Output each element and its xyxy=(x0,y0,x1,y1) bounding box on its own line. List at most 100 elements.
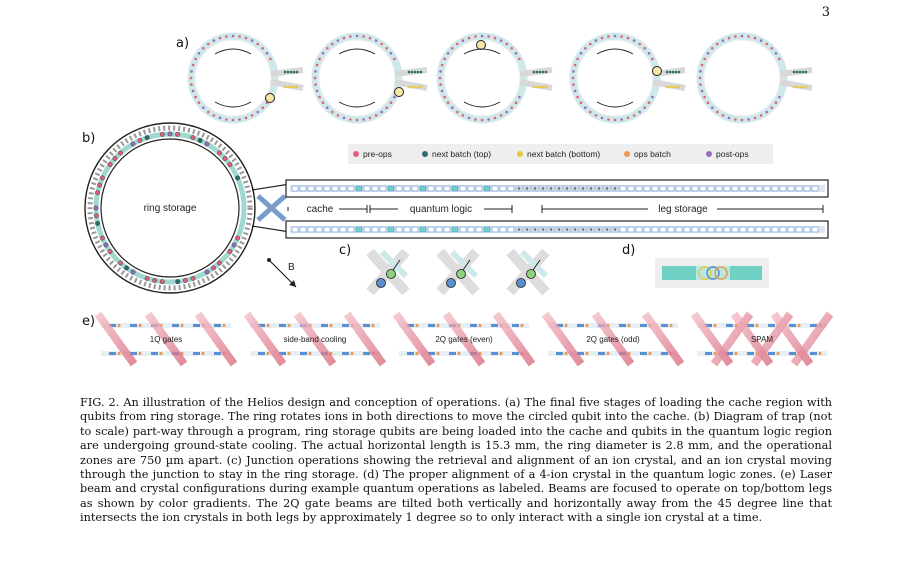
laser-beam xyxy=(144,311,188,367)
ion xyxy=(389,101,393,104)
ion xyxy=(295,70,299,74)
ion xyxy=(699,83,702,86)
ion xyxy=(665,70,669,74)
junction-op xyxy=(506,248,550,296)
electrode-zone xyxy=(475,226,483,233)
legend-label: next batch (top) xyxy=(432,149,491,159)
ion xyxy=(93,205,99,211)
electrode-zone xyxy=(499,226,507,233)
ion xyxy=(597,227,601,232)
ion xyxy=(419,70,423,74)
panel-d-crystal-alignment xyxy=(655,258,769,288)
ion xyxy=(797,323,801,328)
ion xyxy=(770,106,773,109)
electrode-zone xyxy=(467,226,475,233)
electrode-zone xyxy=(779,226,787,233)
ion xyxy=(175,131,181,137)
electrode-zone xyxy=(483,185,491,192)
ion xyxy=(700,63,704,67)
panel-b-label: b) xyxy=(82,131,96,146)
ion xyxy=(518,95,521,99)
junction xyxy=(251,183,291,233)
electrode-zone xyxy=(723,185,731,192)
electrode-zone xyxy=(347,226,355,233)
ion xyxy=(374,39,378,42)
ion xyxy=(607,35,610,38)
ion xyxy=(190,135,196,141)
ion xyxy=(194,57,197,61)
ion xyxy=(541,70,545,74)
ion xyxy=(371,323,375,328)
ion xyxy=(493,116,497,120)
gate-label: 1Q gates xyxy=(150,335,182,344)
ion xyxy=(313,76,317,80)
electrode-zone xyxy=(731,185,739,192)
electrode-zone xyxy=(427,226,435,233)
legend-label: post-ops xyxy=(716,149,749,159)
ion xyxy=(389,52,393,55)
ion xyxy=(703,57,706,61)
electrode-zone xyxy=(787,226,795,233)
ion xyxy=(740,34,744,38)
gate-label: side-band cooling xyxy=(284,335,347,344)
legend-label: ops batch xyxy=(634,149,671,159)
panel-e-gate-configs: 1Q gates side-band cooling 2Q gates (even)… xyxy=(94,311,834,367)
laser-beam xyxy=(94,311,138,367)
ion xyxy=(706,101,710,104)
ion xyxy=(632,114,636,117)
ion xyxy=(231,242,237,248)
ion xyxy=(130,141,136,147)
ion xyxy=(533,186,537,191)
panel-c-label: c) xyxy=(339,243,352,258)
electrode-zone xyxy=(763,185,771,192)
ion xyxy=(159,351,163,356)
ion xyxy=(648,351,652,356)
ion xyxy=(265,52,269,55)
electrode-zone xyxy=(355,226,363,233)
ion xyxy=(211,265,216,271)
ion-crystal xyxy=(446,278,456,288)
electrode-zone xyxy=(683,185,691,192)
ion xyxy=(549,186,553,191)
ion xyxy=(238,35,241,38)
ion xyxy=(467,36,471,40)
ring-electrodes xyxy=(87,125,253,291)
rotation-arrow xyxy=(463,101,501,108)
ion xyxy=(416,70,420,74)
ion xyxy=(589,186,593,191)
ion xyxy=(292,70,296,74)
ion xyxy=(727,36,731,40)
electrode-zone xyxy=(443,185,451,192)
motion-arrow xyxy=(392,259,401,271)
gate-label: 2Q gates (even) xyxy=(435,335,493,344)
electrode-zone xyxy=(419,226,427,233)
ion-crystal xyxy=(376,278,386,288)
electrode-zone xyxy=(747,226,755,233)
ion xyxy=(385,47,389,50)
electrode-zone xyxy=(803,185,811,192)
electrode-zone xyxy=(395,226,403,233)
ion xyxy=(755,323,759,328)
ion xyxy=(533,227,537,232)
ion xyxy=(651,95,654,99)
electrode-zone xyxy=(435,226,443,233)
ion xyxy=(740,118,744,122)
ion xyxy=(407,70,411,74)
figure-caption: FIG. 2. An illustration of the Helios de… xyxy=(80,396,832,526)
electrode-zone xyxy=(635,226,643,233)
ion xyxy=(734,35,737,38)
ion xyxy=(474,118,477,121)
rotation-arrow xyxy=(338,101,376,108)
ion xyxy=(443,57,446,61)
ring-outer xyxy=(84,122,256,294)
ion xyxy=(698,76,702,80)
electrode-zone xyxy=(387,226,395,233)
ion xyxy=(342,36,346,40)
ion xyxy=(613,34,617,38)
ion xyxy=(620,35,623,38)
laser-beam xyxy=(541,311,585,367)
ion xyxy=(368,36,372,40)
electrode-zone xyxy=(699,226,707,233)
electrode-zone xyxy=(403,226,411,233)
ion xyxy=(380,110,384,114)
